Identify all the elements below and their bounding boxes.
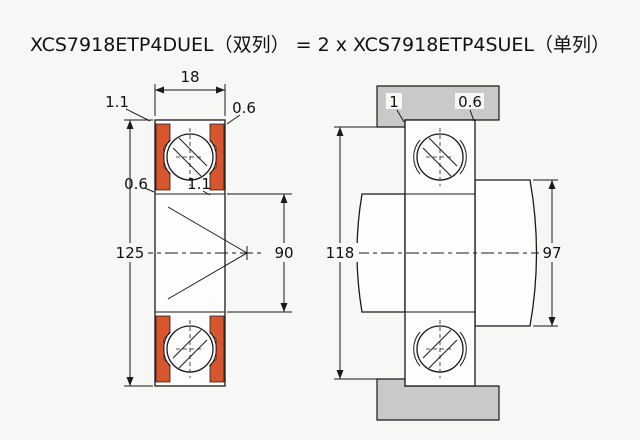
seal-bottom-left <box>155 315 171 383</box>
dimension-width: 18 <box>154 68 226 116</box>
dimension-bore-diameter: 90 <box>227 193 298 313</box>
cage-line <box>428 137 458 167</box>
dim-housing-shoulder-label: 118 <box>326 244 355 262</box>
dim-bore-diameter-label: 90 <box>274 244 293 262</box>
dimension-shaft-shoulder: 97 <box>533 179 566 327</box>
raceway-top-left <box>413 139 421 175</box>
dimension-outer-diameter: 125 <box>112 119 153 387</box>
dim-outer-chamfer-right-label: 0.6 <box>232 99 256 117</box>
right-view-mounting: 1 0.6 118 <box>322 85 566 421</box>
raceway-bottom-left <box>413 331 421 367</box>
shaft-right-shoulder <box>474 179 538 327</box>
dimension-housing-chamfer: 1 <box>386 93 405 123</box>
dim-housing-chamfer-label: 1 <box>389 93 399 111</box>
dim-bearing-chamfer-label: 0.6 <box>458 93 482 111</box>
cage-line <box>178 137 208 167</box>
arrowhead <box>336 127 344 136</box>
cage-line <box>178 339 208 369</box>
contact-angle-line <box>167 206 248 254</box>
dim-width-label: 18 <box>180 68 199 86</box>
dimension-outer-chamfer-right: 0.6 <box>226 99 256 125</box>
cage-line <box>422 329 452 359</box>
seal-top-left <box>155 123 171 191</box>
arrowhead <box>280 303 288 312</box>
cage-line <box>172 329 202 359</box>
arrowhead <box>216 86 225 94</box>
dim-inner-chamfer-label: 1.1 <box>187 175 211 193</box>
left-view-cross-section: 18 1.1 0.6 0.6 1.1 <box>105 68 298 387</box>
raceway-bottom-right <box>209 331 217 367</box>
dim-shaft-shoulder-label: 97 <box>542 244 561 262</box>
contact-angle-line <box>167 252 248 300</box>
cage-line <box>172 147 202 177</box>
dimension-bearing-chamfer: 0.6 <box>455 93 484 122</box>
arrowhead <box>336 370 344 379</box>
cage-line <box>422 147 452 177</box>
dimension-inner-chamfer: 1.1 <box>187 175 211 196</box>
arrowhead <box>155 86 164 94</box>
seal-top-right <box>209 123 225 191</box>
raceway-top-left <box>163 139 171 175</box>
raceway-top-right <box>209 139 217 175</box>
arrowhead <box>280 194 288 203</box>
cage-line <box>428 339 458 369</box>
seal-bottom-right <box>209 315 225 383</box>
dimension-face-chamfer: 0.6 <box>124 175 155 193</box>
raceway-bottom-left <box>163 331 171 367</box>
dim-outer-diameter-label: 125 <box>116 244 145 262</box>
dimension-housing-shoulder: 118 <box>322 126 377 380</box>
raceway-top-right <box>459 139 467 175</box>
dim-outer-chamfer-label: 1.1 <box>105 93 129 111</box>
arrowhead <box>548 317 556 326</box>
diagram-title: XCS7918ETP4DUEL（双列） = 2 x XCS7918ETP4SUE… <box>29 34 611 56</box>
dimension-outer-chamfer: 1.1 <box>105 93 151 122</box>
arrowhead <box>126 120 134 129</box>
arrowhead <box>126 377 134 386</box>
dim-face-chamfer-label: 0.6 <box>124 175 148 193</box>
arrowhead <box>548 180 556 189</box>
raceway-bottom-right <box>459 331 467 367</box>
